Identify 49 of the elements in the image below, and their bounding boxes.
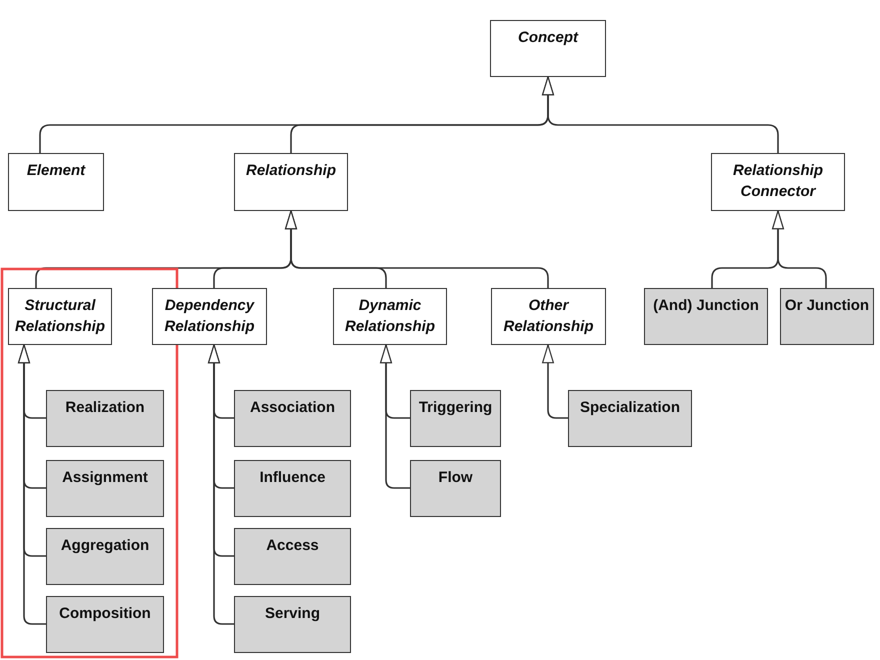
class-name: Or Junction [784,296,870,316]
abstract-class-box [152,288,267,345]
abstract-class-box [490,20,606,77]
generalization-arrow [542,344,568,419]
class-name: Relationship Connector [732,161,824,202]
class-name: Other Relationship [502,296,594,337]
abstract-class-box [8,288,112,345]
concrete-class-box [234,460,351,517]
abstract-class-box [234,153,348,211]
concrete-class-box [234,390,351,447]
class-name: Relationship [244,161,337,181]
generalization-arrow [285,210,549,288]
class-name: Influence [258,468,326,488]
generalization-arrow [208,344,234,625]
abstract-class-box [491,288,606,345]
generalization-arrow [542,76,779,153]
class-name: Aggregation [60,536,150,556]
class-name: Specialization [578,398,682,418]
class-name: Composition [58,604,152,624]
concrete-class-box [410,390,501,447]
class-name: Concept [517,28,580,48]
class-name: Assignment [61,468,149,488]
concrete-class-box [644,288,768,345]
class-name: Association [248,398,336,418]
class-name: Dependency Relationship [163,296,256,337]
class-name: Dynamic Relationship [344,296,436,337]
concrete-class-box [46,596,164,653]
concrete-class-box [46,528,164,585]
class-name: Triggering [418,398,494,418]
concrete-class-box [780,288,874,345]
concrete-class-box [46,460,164,517]
class-name: Access [265,536,320,556]
class-name: Flow [437,468,474,488]
class-name: Element [26,161,86,181]
concrete-class-box [568,390,692,447]
generalization-arrow [772,210,827,288]
abstract-class-box [711,153,845,211]
abstract-class-box [333,288,447,345]
class-name: Structural Relationship [14,296,106,337]
concrete-class-box [234,596,351,653]
class-name: Serving [264,604,322,624]
concrete-class-box [234,528,351,585]
abstract-class-box [8,153,104,211]
concrete-class-box [410,460,501,517]
class-name: Realization [64,398,146,418]
generalization-arrow [380,344,410,489]
generalization-arrow [18,344,46,625]
class-name: (And) Junction [652,296,760,316]
concrete-class-box [46,390,164,447]
